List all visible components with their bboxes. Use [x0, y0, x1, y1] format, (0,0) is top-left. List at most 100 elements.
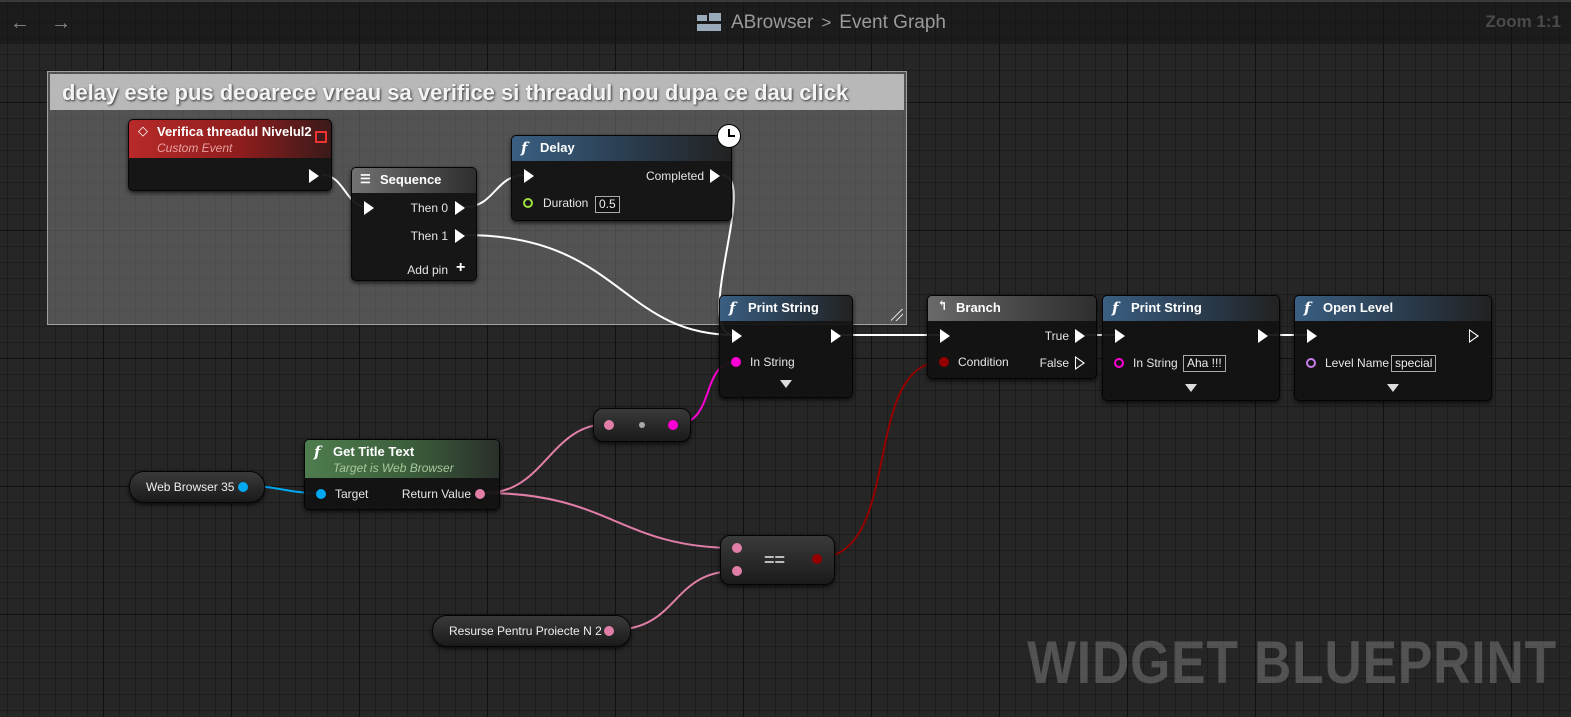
data-wire-return-convert	[484, 423, 609, 494]
open-level-title: Open Level	[1323, 300, 1394, 315]
print-string-node-2[interactable]: f Print String In String Aha !!!	[1102, 295, 1280, 401]
open-level-levelname-label: Level Name	[1325, 356, 1390, 370]
expand-chevron-icon[interactable]	[1185, 384, 1197, 392]
plus-icon[interactable]: +	[456, 259, 466, 276]
graph-toolbar: ← → ABrowser > Event Graph Zoom 1:1	[0, 0, 1571, 44]
blueprint-icon	[697, 13, 723, 33]
get-title-text-node[interactable]: f Get Title Text Target is Web Browser T…	[304, 439, 500, 510]
sequence-then0-pin[interactable]	[455, 201, 465, 215]
function-icon: f	[729, 299, 736, 317]
open-level-exec-out-pin[interactable]	[1469, 329, 1479, 343]
delay-duration-label: Duration	[543, 196, 589, 210]
sequence-icon: ☰	[360, 172, 371, 186]
delay-title: Delay	[540, 140, 575, 155]
latent-clock-icon	[717, 124, 741, 148]
delay-completed-pin[interactable]	[710, 169, 720, 183]
expand-chevron-icon[interactable]	[780, 380, 792, 388]
custom-event-header: ◇ Verifica threadul Nivelul2 Custom Even…	[129, 120, 331, 158]
branch-true-label: True	[1044, 329, 1069, 343]
breadcrumb-blueprint[interactable]: ABrowser	[731, 12, 814, 33]
print-string-2-title: Print String	[1131, 300, 1202, 315]
sequence-exec-in-pin[interactable]	[364, 201, 374, 215]
delay-duration-field[interactable]: 0.5	[595, 196, 620, 213]
equals-operator: ==	[764, 550, 786, 570]
print-string-1-instring-label: In String	[750, 355, 795, 369]
function-icon: f	[314, 443, 321, 461]
expand-chevron-icon[interactable]	[1387, 384, 1399, 392]
get-title-return-label: Return Value	[401, 487, 471, 501]
breadcrumb-separator: >	[821, 13, 832, 32]
event-diamond-icon: ◇	[138, 124, 148, 139]
widget-blueprint-watermark: WIDGET BLUEPRINT	[1027, 629, 1557, 696]
comment-resize-handle[interactable]	[891, 309, 903, 321]
equals-b-pin[interactable]	[732, 566, 742, 576]
custom-event-subtitle: Custom Event	[157, 141, 233, 155]
branch-condition-pin[interactable]	[939, 357, 949, 367]
print-string-2-header: f Print String	[1103, 296, 1279, 321]
delay-header: f Delay	[512, 136, 731, 161]
function-icon: f	[1112, 299, 1119, 317]
get-title-target-pin[interactable]	[316, 489, 326, 499]
print-string-2-instring-field[interactable]: Aha !!!	[1183, 355, 1226, 372]
sequence-then1-label: Then 1	[410, 229, 448, 243]
convert-in-pin[interactable]	[604, 420, 614, 430]
sequence-add-pin-button[interactable]: Add pin	[407, 263, 448, 277]
web-browser-variable-node[interactable]: Web Browser 35	[129, 471, 265, 503]
text-to-string-node[interactable]	[593, 408, 691, 442]
function-icon: f	[1304, 299, 1311, 317]
forward-arrow-icon[interactable]: →	[51, 12, 71, 34]
branch-exec-in-pin[interactable]	[940, 329, 950, 343]
open-level-levelname-pin[interactable]	[1306, 358, 1316, 368]
delay-completed-label: Completed	[645, 169, 704, 183]
print-string-1-exec-out-pin[interactable]	[831, 329, 841, 343]
equals-a-pin[interactable]	[732, 543, 742, 553]
branch-title: Branch	[956, 300, 1001, 315]
convert-out-pin[interactable]	[668, 420, 678, 430]
get-title-return-pin[interactable]	[475, 489, 485, 499]
resurse-out-pin[interactable]	[604, 626, 614, 636]
custom-event-node[interactable]: ◇ Verifica threadul Nivelul2 Custom Even…	[128, 119, 332, 191]
branch-icon: ↰	[937, 299, 948, 314]
print-string-2-instring-label: In String	[1133, 356, 1178, 370]
back-arrow-icon[interactable]: ←	[10, 12, 30, 34]
resurse-text-node[interactable]: Resurse Pentru Proiecte N 2	[432, 615, 631, 647]
comment-box[interactable]: delay este pus deoarece vreau sa verific…	[47, 71, 907, 325]
open-level-exec-in-pin[interactable]	[1307, 329, 1317, 343]
data-wire-return-equals	[484, 492, 737, 549]
print-string-2-exec-out-pin[interactable]	[1258, 329, 1268, 343]
branch-false-label: False	[1039, 356, 1069, 370]
equals-node[interactable]: ==	[720, 535, 835, 585]
open-level-levelname-field[interactable]: special	[1391, 355, 1437, 372]
get-title-text-header: f Get Title Text Target is Web Browser	[305, 440, 499, 478]
print-string-1-exec-in-pin[interactable]	[732, 329, 742, 343]
open-level-header: f Open Level	[1295, 296, 1491, 321]
open-level-node[interactable]: f Open Level Level Name special	[1294, 295, 1492, 401]
sequence-node[interactable]: ☰ Sequence Then 0 Then 1 Add pin +	[351, 167, 477, 281]
data-wire-resurse-equals	[611, 570, 737, 631]
breadcrumb: ABrowser > Event Graph	[697, 11, 946, 35]
breadcrumb-graph[interactable]: Event Graph	[839, 12, 946, 33]
sequence-then0-label: Then 0	[410, 201, 448, 215]
branch-false-pin[interactable]	[1075, 356, 1085, 370]
comment-header[interactable]: delay este pus deoarece vreau sa verific…	[50, 74, 904, 110]
get-title-text-title: Get Title Text	[333, 444, 415, 459]
web-browser-out-pin[interactable]	[238, 482, 248, 492]
equals-out-pin[interactable]	[812, 554, 822, 564]
custom-event-exec-out-pin[interactable]	[309, 169, 319, 183]
comment-text: delay este pus deoarece vreau sa verific…	[62, 80, 849, 105]
get-title-text-subtitle: Target is Web Browser	[333, 461, 454, 475]
print-string-1-instring-pin[interactable]	[731, 357, 741, 367]
print-string-node-1[interactable]: f Print String In String	[719, 295, 853, 398]
delay-duration-pin[interactable]	[523, 198, 533, 208]
sequence-then1-pin[interactable]	[455, 229, 465, 243]
delay-node[interactable]: f Delay Completed Duration 0.5	[511, 135, 732, 221]
branch-node[interactable]: ↰ Branch True False Condition	[927, 295, 1097, 379]
print-string-2-instring-pin[interactable]	[1114, 358, 1124, 368]
event-delegate-pin[interactable]	[315, 131, 327, 143]
branch-true-pin[interactable]	[1075, 329, 1085, 343]
get-title-target-label: Target	[335, 487, 369, 501]
branch-header: ↰ Branch	[928, 296, 1096, 321]
delay-exec-in-pin[interactable]	[524, 169, 534, 183]
print-string-2-exec-in-pin[interactable]	[1115, 329, 1125, 343]
resurse-text-label: Resurse Pentru Proiecte N 2	[449, 624, 602, 638]
